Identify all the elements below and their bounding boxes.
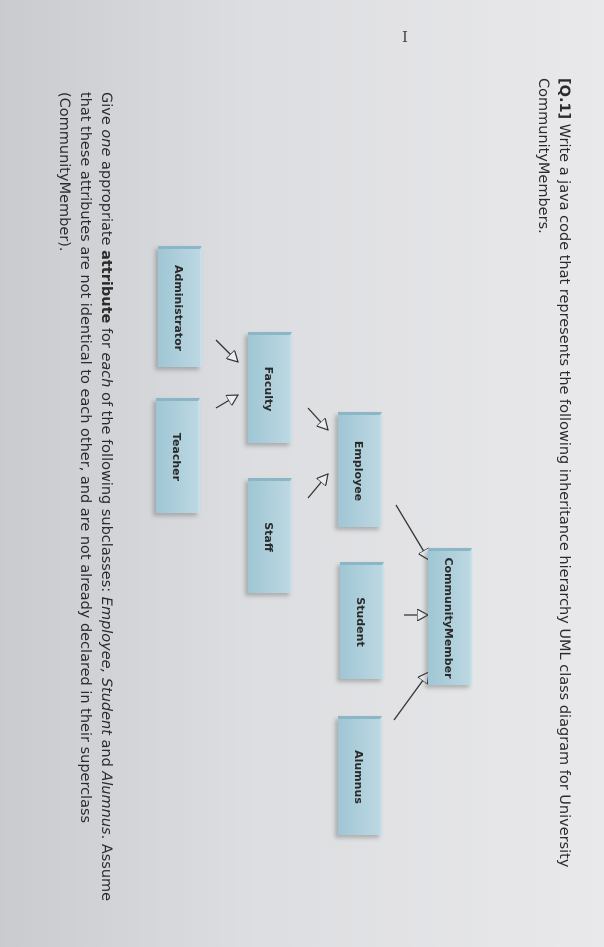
arrow-teacher-to-faculty (215, 395, 238, 409)
arrow-employee-to-communitymember (395, 504, 429, 560)
text-cursor-icon: I (402, 28, 408, 46)
class-teacher: Teacher (156, 398, 200, 513)
class-alumnus: Alumnus (338, 716, 382, 835)
class-communitymember: CommunityMember (428, 548, 472, 685)
class-faculty: Faculty (248, 332, 292, 443)
class-administrator: Administrator (158, 246, 202, 367)
arrow-administrator-to-faculty (215, 339, 238, 362)
question-instructions: Give one appropriate attribute for each … (56, 92, 114, 902)
class-employee: Employee (338, 412, 382, 527)
class-staff: Staff (248, 478, 292, 593)
arrow-staff-to-employee (307, 474, 328, 499)
class-student: Student (340, 562, 384, 679)
arrow-alumnus-to-communitymember (393, 672, 429, 721)
arrow-faculty-to-employee (307, 407, 328, 430)
